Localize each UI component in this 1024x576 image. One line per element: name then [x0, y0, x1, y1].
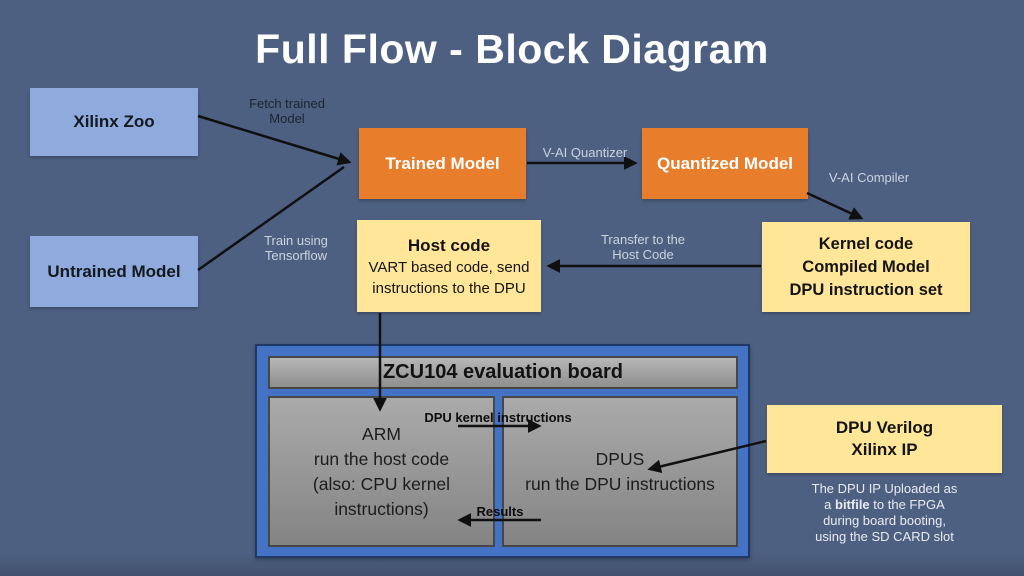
xilinx-zoo-box: Xilinx Zoo	[30, 88, 198, 156]
dpu-verilog-box: DPU Verilog Xilinx IP	[767, 405, 1002, 473]
label-transfer-to-host-code: Transfer to the Host Code	[600, 232, 686, 262]
footnote-text-pre: The DPU IP Uploaded as a	[811, 481, 958, 512]
label-dpu-kernel-instructions: DPU kernel instructions	[424, 410, 572, 425]
label-fetch-trained-model: Fetch trained Model	[249, 96, 325, 126]
host-code-body: VART based code, send instructions to th…	[368, 258, 530, 297]
kernel-code-box: Kernel code Compiled Model DPU instructi…	[762, 222, 970, 312]
arrow-quantized-to-kernel	[806, 191, 864, 220]
label-results: Results	[476, 504, 524, 519]
label-train-using-tensorflow: Train using Tensorflow	[264, 233, 328, 263]
label-vai-compiler: V-AI Compiler	[828, 170, 910, 185]
dpu-ip-footnote: The DPU IP Uploaded as a bitfile to the …	[767, 481, 1002, 545]
label-vai-quantizer: V-AI Quantizer	[542, 145, 628, 160]
zcu104-board-container: ZCU104 evaluation board ARM run the host…	[255, 344, 750, 558]
slide-title: Full Flow - Block Diagram	[255, 26, 769, 72]
kernel-code-text: Kernel code Compiled Model DPU instructi…	[789, 234, 943, 299]
trained-model-box: Trained Model	[359, 128, 526, 199]
dpu-verilog-text: DPU Verilog Xilinx IP	[835, 418, 934, 459]
quantized-model-box: Quantized Model	[642, 128, 808, 199]
arm-panel: ARM run the host code (also: CPU kernel …	[268, 396, 495, 547]
footnote-text-bold: bitfile	[835, 497, 870, 512]
host-code-box: Host code VART based code, send instruct…	[357, 220, 541, 312]
footnote-text-post: to the FPGA during board booting, using …	[815, 497, 954, 544]
untrained-model-box: Untrained Model	[30, 236, 198, 307]
zcu104-board-header: ZCU104 evaluation board	[268, 356, 738, 389]
host-code-title: Host code	[407, 235, 491, 255]
